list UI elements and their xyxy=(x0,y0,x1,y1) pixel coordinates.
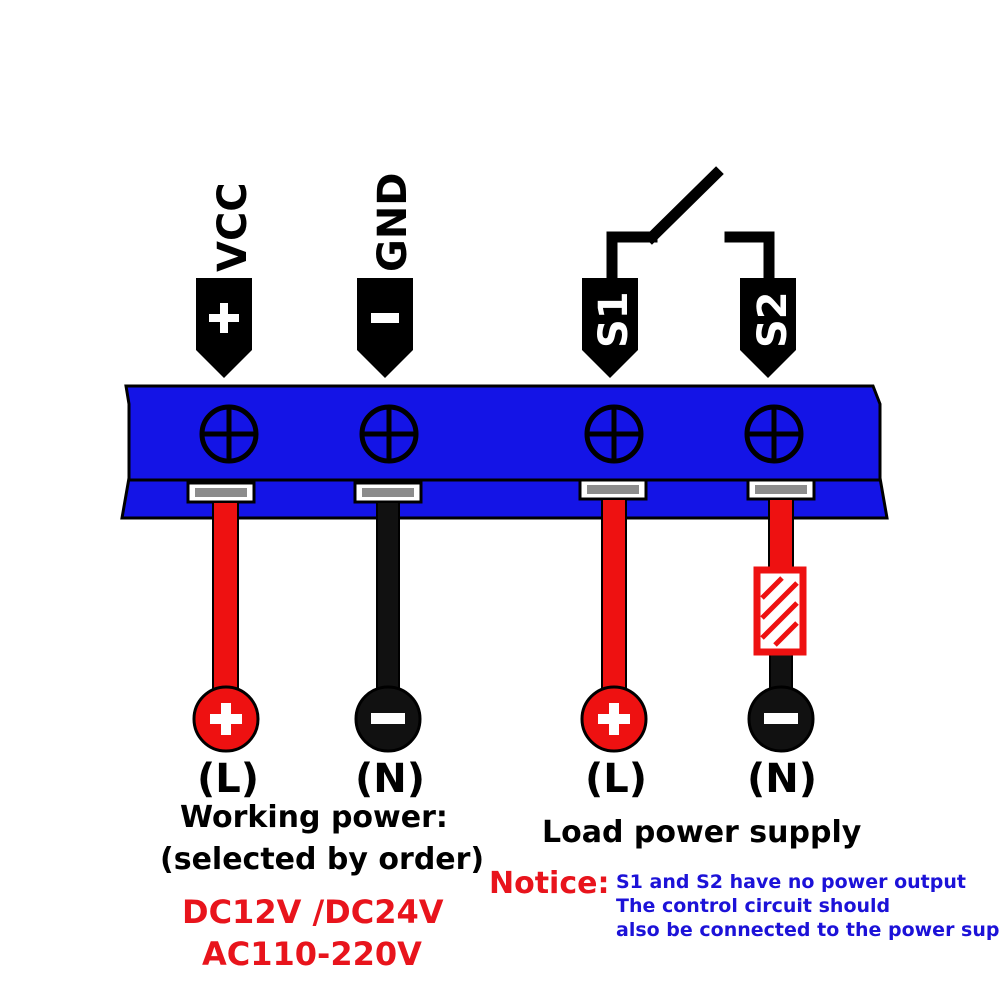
relay-switch-icon xyxy=(606,166,775,284)
vcc-label: VCC xyxy=(210,182,256,272)
s2-terminal-tag xyxy=(740,278,796,378)
plus-terminal-icon xyxy=(580,685,648,753)
screw-icon xyxy=(744,404,804,464)
minus-terminal-icon xyxy=(354,685,422,753)
red-wire xyxy=(212,501,239,703)
working-power-subtitle: (selected by order) xyxy=(160,842,485,877)
screw-icon xyxy=(359,404,419,464)
minus-terminal-icon xyxy=(747,685,815,753)
s1-terminal-tag xyxy=(582,278,638,378)
fuse-icon xyxy=(753,566,807,656)
screw-icon xyxy=(199,404,259,464)
vcc-terminal-tag xyxy=(196,278,252,378)
s2-label: S2 xyxy=(750,291,796,348)
notice-label: Notice: xyxy=(489,866,610,901)
red-wire xyxy=(768,498,794,572)
screw-icon xyxy=(584,404,644,464)
gnd-terminal-tag xyxy=(357,278,413,378)
notice-line-3: also be connected to the power supply xyxy=(616,919,1000,941)
load-power-title: Load power supply xyxy=(542,815,862,850)
working-voltage-dc: DC12V /DC24V xyxy=(182,893,444,931)
gnd-bottom-label: (N) xyxy=(355,756,425,802)
plus-terminal-icon xyxy=(192,685,260,753)
notice-line-2: The control circuit should xyxy=(616,895,891,917)
s1-bottom-label: (L) xyxy=(585,756,647,802)
s1-label: S1 xyxy=(591,291,637,348)
working-voltage-ac: AC110-220V xyxy=(202,935,422,973)
s2-bottom-label: (N) xyxy=(747,756,817,802)
working-power-title: Working power: xyxy=(180,800,448,835)
notice-line-1: S1 and S2 have no power output xyxy=(616,871,966,893)
terminal-block xyxy=(120,384,889,520)
vcc-bottom-label: (L) xyxy=(197,756,259,802)
gnd-label: GND xyxy=(370,172,416,272)
red-wire xyxy=(601,498,627,703)
black-wire xyxy=(376,501,400,703)
